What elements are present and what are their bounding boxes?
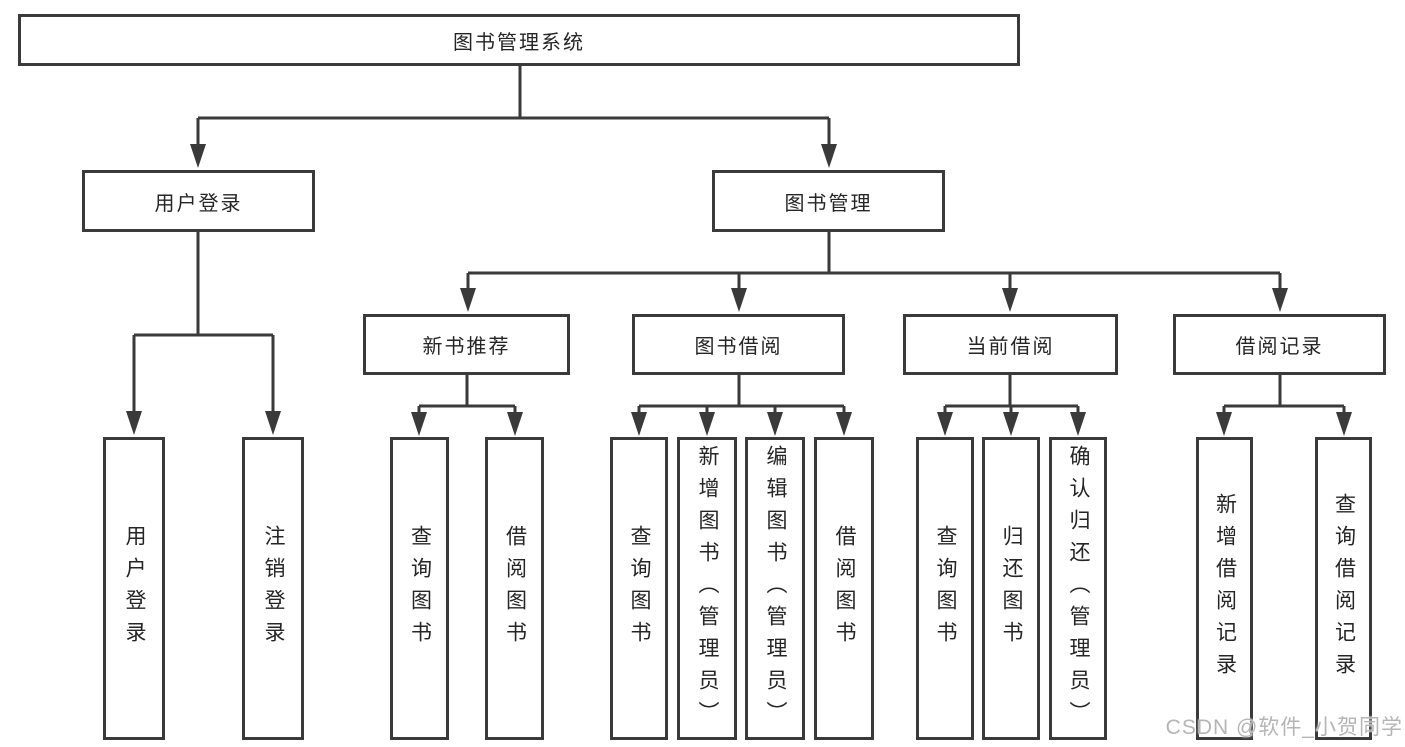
leaf-label: 查询图书 [408,524,432,653]
node-new-book-recommend: 新书推荐 [363,314,570,375]
leaf-confirm-return-admin: 确认归还（管理员） [1049,437,1107,740]
node-label: 图书借阅 [694,336,783,358]
leaf-query-books-borrowing: 查询图书 [610,437,668,740]
leaf-query-books-recommend: 查询图书 [390,437,449,740]
leaf-label: 注销登录 [262,524,286,653]
node-book-borrowing: 图书借阅 [632,314,845,375]
node-label: 新书推荐 [422,336,511,358]
leaf-user-login: 用户登录 [103,437,165,740]
leaf-label: 归还图书 [1000,524,1024,653]
leaf-edit-book-admin: 编辑图书（管理员） [745,437,805,740]
leaf-label: 编辑图书（管理员） [764,444,788,733]
leaf-logout: 注销登录 [242,437,304,740]
leaf-label: 查询图书 [628,524,652,653]
node-label: 图书管理系统 [453,31,585,54]
node-label: 借阅记录 [1235,336,1324,358]
csdn-watermark: CSDN @软件_小贺同学 [1165,716,1403,739]
node-label: 图书管理 [784,192,873,215]
leaf-label: 借阅图书 [833,524,857,653]
node-current-borrowing: 当前借阅 [903,314,1118,375]
node-label: 用户登录 [154,192,243,215]
leaf-add-borrow-record: 新增借阅记录 [1196,437,1253,740]
leaf-label: 确认归还（管理员） [1067,444,1091,733]
node-root-library-system: 图书管理系统 [18,14,1020,66]
node-book-management: 图书管理 [712,170,945,232]
leaf-query-borrow-record: 查询借阅记录 [1315,437,1372,740]
leaf-label: 新增图书（管理员） [696,444,720,733]
leaf-query-books-current: 查询图书 [916,437,974,740]
leaf-add-book-admin: 新增图书（管理员） [677,437,737,740]
node-borrow-records: 借阅记录 [1173,314,1386,375]
node-label: 当前借阅 [966,336,1055,358]
leaf-return-books: 归还图书 [982,437,1040,740]
leaf-borrow-books-recommend: 借阅图书 [485,437,544,740]
leaf-label: 查询借阅记录 [1332,492,1356,685]
leaf-label: 新增借阅记录 [1213,492,1237,685]
leaf-label: 借阅图书 [503,524,527,653]
leaf-label: 查询图书 [934,524,958,653]
node-user-login: 用户登录 [82,170,315,232]
leaf-label: 用户登录 [123,524,147,653]
arrowheads [126,144,1352,436]
leaf-borrow-books-borrowing: 借阅图书 [814,437,874,740]
